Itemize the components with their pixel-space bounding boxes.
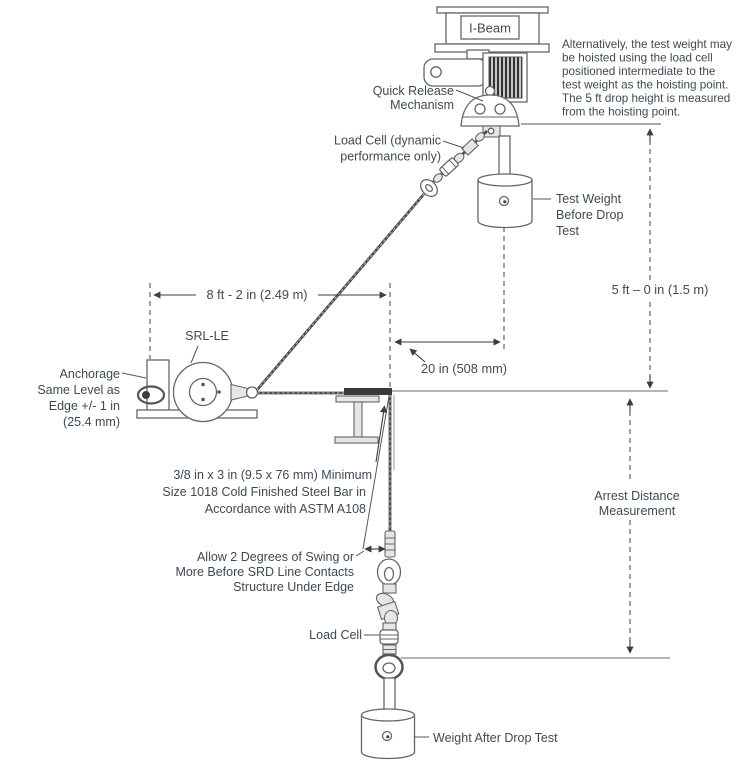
note-line3: positioned intermediate to the <box>562 65 715 78</box>
load-cell-top-hardware <box>420 129 488 197</box>
test-weight-before <box>477 135 533 229</box>
label-steel-bar: 3/8 in x 3 in (9.5 x 76 mm) Minimum Size… <box>162 468 372 516</box>
steel-bar-line1: 3/8 in x 3 in (9.5 x 76 mm) Minimum <box>173 468 372 482</box>
srl-le-device <box>172 361 259 423</box>
test-weight-line1: Test Weight <box>556 192 622 206</box>
swing-line3: Structure Under Edge <box>233 580 354 594</box>
quick-release-mechanism <box>460 85 520 138</box>
label-arrest-distance: Arrest Distance Measurement <box>594 489 679 518</box>
leader-quick-release <box>455 89 484 102</box>
note-line6: from the hoisting point. <box>562 106 680 119</box>
mask-arrest <box>590 486 685 518</box>
bottom-shackle <box>374 653 404 681</box>
label-anchorage: Anchorage Same Level as Edge +/- 1 in (2… <box>37 367 120 429</box>
test-weight-line2: Before Drop <box>556 208 623 222</box>
mask-drop-height <box>598 282 722 298</box>
support-ibeam-section <box>334 395 380 444</box>
arrest-line1: Arrest Distance <box>594 489 679 503</box>
load-cell-top-line1: Load Cell (dynamic <box>334 134 441 148</box>
leader-srl <box>190 345 199 364</box>
label-swing: Allow 2 Degrees of Swing or More Before … <box>175 550 354 594</box>
arrest-line2: Measurement <box>599 504 676 518</box>
dim-8ft-label: 8 ft - 2 in (2.49 m) <box>207 287 308 302</box>
steel-bar-line2: Size 1018 Cold Finished Steel Bar in <box>162 485 366 499</box>
note-line1: Alternatively, the test weight may <box>562 38 732 51</box>
note-alternative-hoisting: Alternatively, the test weight may be ho… <box>562 38 732 119</box>
label-test-weight-before: Test Weight Before Drop Test <box>556 192 623 238</box>
steel-bar <box>344 388 392 395</box>
dim-20in-arrows <box>394 338 501 363</box>
leader-swing <box>355 550 365 557</box>
label-weight-after: Weight After Drop Test <box>433 731 558 745</box>
dim-5ft-label: 5 ft – 0 in (1.5 m) <box>612 282 709 297</box>
steel-bar-line3: Accordance with ASTM A108 <box>205 502 366 516</box>
leader-steel-bar <box>375 405 388 463</box>
label-load-cell-top: Load Cell (dynamic performance only) <box>334 134 441 164</box>
load-cell-bottom-device <box>379 629 399 655</box>
anchorage-line1: Anchorage <box>60 367 121 381</box>
note-line2: be hoisted using the load cell <box>562 52 713 65</box>
lifeline-diagonal <box>255 193 426 391</box>
i-beam-label: I-Beam <box>469 21 511 36</box>
edge-structure <box>334 388 668 470</box>
bottom-hardware-chain <box>375 530 402 631</box>
anchorage-line4: (25.4 mm) <box>63 415 120 429</box>
label-srl-le: SRL-LE <box>185 329 229 343</box>
label-load-cell-bottom: Load Cell <box>309 628 362 642</box>
hoist-trolley <box>423 49 528 103</box>
label-quick-release: Quick Release Mechanism <box>373 84 454 112</box>
quick-release-line1: Quick Release <box>373 84 454 98</box>
note-line5: The 5 ft drop height is measured <box>562 92 730 105</box>
leader-anchorage <box>121 372 147 379</box>
note-line4: test weight as the hoisting point. <box>562 79 728 92</box>
anchorage-line2: Same Level as <box>37 383 120 397</box>
quick-release-line2: Mechanism <box>390 98 454 112</box>
load-cell-top-line2: performance only) <box>340 150 441 164</box>
swing-line <box>362 395 390 550</box>
weight-after-drop <box>360 708 416 760</box>
anchorage-line3: Edge +/- 1 in <box>49 399 120 413</box>
test-weight-line3: Test <box>556 224 579 238</box>
swing-line1: Allow 2 Degrees of Swing or <box>197 550 354 564</box>
dim-20in-label: 20 in (508 mm) <box>421 361 507 376</box>
leader-load-cell-top <box>442 140 465 149</box>
i-beam <box>434 6 550 53</box>
swing-line2: More Before SRD Line Contacts <box>175 565 354 579</box>
